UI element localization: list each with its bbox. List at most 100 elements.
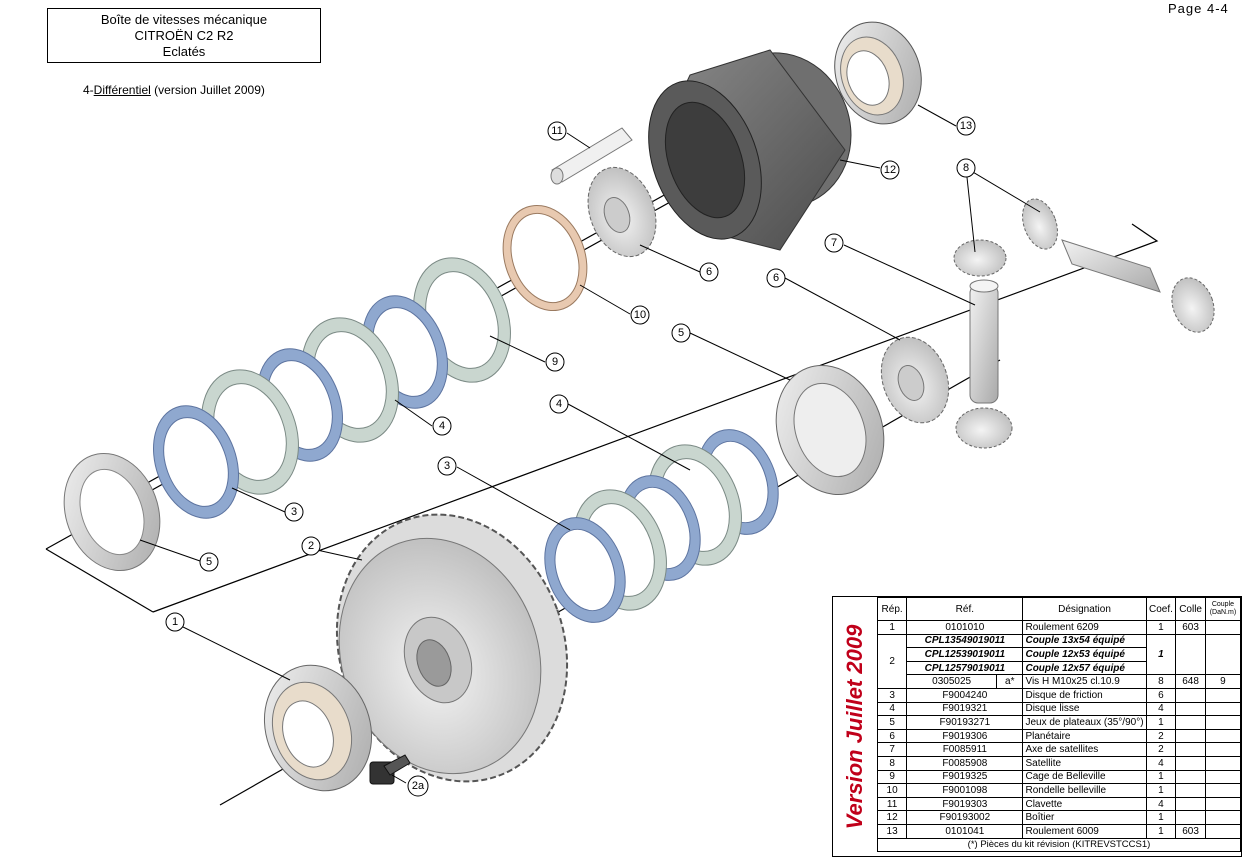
callouts <box>165 116 976 797</box>
row-coef: 4 <box>1145 701 1177 717</box>
callout-1-label: 1 <box>172 616 178 628</box>
row-colle <box>1175 715 1206 730</box>
title-line-2: CITROËN C2 R2 <box>134 28 234 43</box>
callout-6-upper-label: 6 <box>706 266 712 278</box>
section-subtitle: 4-Différentiel (version Juillet 2009) <box>83 83 265 97</box>
row-coef: 1 <box>1145 823 1177 839</box>
subtitle-suffix: (version Juillet 2009) <box>150 83 265 97</box>
row-colle <box>1175 687 1206 703</box>
callout-12-label: 12 <box>884 164 896 176</box>
row2-ref-a: CPL13549019011 <box>906 633 1024 649</box>
page-number: Page 4-4 <box>1168 1 1229 16</box>
callout-6-upper <box>699 262 719 282</box>
row-rep: 5 <box>876 715 908 730</box>
row-ref: F9004240 <box>906 687 1024 703</box>
row-colle <box>1175 769 1206 785</box>
row2-screw-coef: 8 <box>1145 674 1177 689</box>
table-row: CPL12539019011 Couple 12x53 équipé <box>878 647 1241 662</box>
version-stamp: Version Juillet 2009 <box>833 597 877 856</box>
row-rep: 11 <box>876 796 908 812</box>
row-coef: 1 <box>1145 783 1177 798</box>
row-rep: 9 <box>876 769 908 785</box>
table-row: 0305025 a* Vis H M10x25 cl.10.9 8 648 9 <box>878 674 1242 689</box>
row-designation: Planétaire <box>1022 728 1147 744</box>
bearing-13 <box>834 21 922 125</box>
col-couple-unit: (DaN.m) <box>1209 609 1237 616</box>
row-designation: Clavette <box>1022 796 1147 812</box>
parts-list-panel: Version Juillet 2009 Rép. Réf. Désignati… <box>832 596 1242 857</box>
row1-colle: 603 <box>1175 620 1206 635</box>
callout-11 <box>547 121 567 141</box>
row-ref: F9001098 <box>906 783 1024 798</box>
row-couple <box>1204 769 1242 785</box>
callout-13-label: 13 <box>960 120 972 132</box>
row-couple <box>1204 687 1242 703</box>
row-designation: Rondelle belleville <box>1022 783 1147 798</box>
row-couple <box>1204 742 1242 757</box>
col-couple: Couple(DaN.m) <box>1204 597 1242 621</box>
row-designation: Cage de Belleville <box>1022 769 1147 785</box>
key-pin-11 <box>550 127 633 185</box>
callout-4-lower-label: 4 <box>556 398 562 410</box>
row-ref: F0085908 <box>906 755 1024 771</box>
row-coef: 6 <box>1145 687 1177 703</box>
row1-couple <box>1204 620 1242 635</box>
col-designation: Désignation <box>1022 597 1147 621</box>
row-colle <box>1175 701 1206 717</box>
row-ref: F0085911 <box>906 742 1024 757</box>
row-rep: 13 <box>876 823 908 839</box>
table-header-row: Rép. Réf. Désignation Coef. Colle Couple… <box>876 597 1242 621</box>
callout-3-upper-label: 3 <box>291 506 297 518</box>
planetary-gear-6-lower <box>880 336 950 424</box>
callout-3-upper <box>284 502 304 522</box>
parts-table: Rép. Réf. Désignation Coef. Colle Couple… <box>876 597 1242 853</box>
row-ref: F9019306 <box>906 728 1024 744</box>
subtitle-underlined: Différentiel <box>93 83 151 97</box>
row-designation: Satellite <box>1022 755 1147 771</box>
callout-3-lower <box>437 456 457 476</box>
callout-13 <box>956 116 976 136</box>
row1-coef: 1 <box>1145 620 1177 635</box>
callout-11-label: 11 <box>551 125 562 137</box>
row-couple <box>1204 783 1242 798</box>
callout-10-label: 10 <box>634 309 646 321</box>
title-line-3: Eclatés <box>162 44 206 59</box>
row2-screw-designation: Vis H M10x25 cl.10.9 <box>1022 674 1147 689</box>
row-ref: F90193271 <box>906 715 1024 730</box>
planetary-gear-6-upper <box>587 166 657 258</box>
table-footnote: (*) Pièces du kit révision (KITREVSTCCS1… <box>877 837 1241 853</box>
row2-couple-empty <box>1204 633 1242 676</box>
row-ref: F90193002 <box>906 810 1024 825</box>
col-rep: Rép. <box>876 597 908 621</box>
row-colle: 603 <box>1175 823 1206 839</box>
col-ref: Réf. <box>906 597 1024 621</box>
row-ref: F9019303 <box>906 796 1024 812</box>
callout-8 <box>956 158 976 178</box>
row-rep: 4 <box>876 701 908 717</box>
callout-2a-label: 2a <box>412 780 425 792</box>
col-coef: Coef. <box>1145 597 1177 621</box>
row-colle <box>1175 742 1206 757</box>
callout-4-lower <box>549 394 569 414</box>
row-coef: 2 <box>1145 742 1177 757</box>
row2-colle-empty <box>1175 633 1206 676</box>
row-colle <box>1175 755 1206 771</box>
row-designation: Disque de friction <box>1022 687 1147 703</box>
row2-screw-couple: 9 <box>1204 674 1242 689</box>
row-ref: F9019325 <box>906 769 1024 785</box>
leader-lines <box>139 104 1041 784</box>
callout-3-lower-label: 3 <box>444 460 450 472</box>
version-stamp-text: Version Juillet 2009 <box>842 624 867 829</box>
row-coef: 4 <box>1145 755 1177 771</box>
callout-6-lower <box>766 268 786 288</box>
row-colle <box>1175 783 1206 798</box>
lower-disc-stack <box>544 429 779 623</box>
screw-2a <box>369 754 411 785</box>
callout-9 <box>545 352 565 372</box>
